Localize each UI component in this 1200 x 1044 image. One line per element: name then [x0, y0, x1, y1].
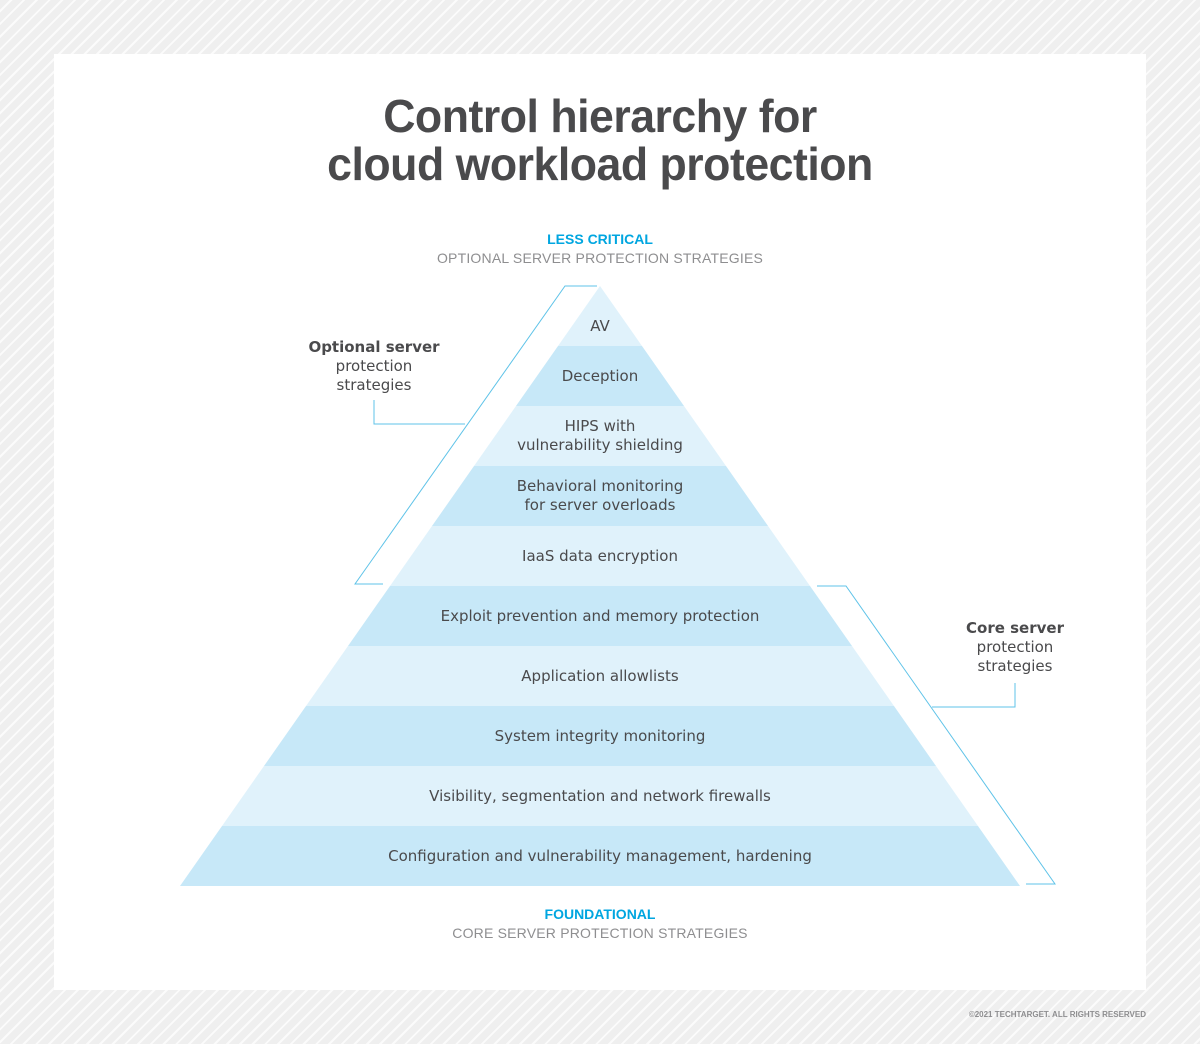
level-iaas-encryption: IaaS data encryption: [522, 547, 678, 565]
page-title: Control hierarchy for cloud workload pro…: [18, 92, 1182, 188]
band-10: [180, 826, 1020, 886]
core-callout-bold: Core server: [966, 619, 1064, 637]
core-bracket: [817, 585, 1056, 885]
band-9: [180, 766, 1020, 826]
level-av: AV: [590, 317, 610, 335]
optional-callout: Optional server protection strategies: [294, 338, 454, 395]
title-line-2: cloud workload protection: [327, 138, 873, 190]
bottom-level-subtitle: CORE SERVER PROTECTION STRATEGIES: [452, 925, 748, 941]
level-deception: Deception: [561, 367, 639, 385]
optional-bracket: [354, 285, 597, 585]
copyright: ©2021 TECHTARGET. ALL RIGHTS RESERVED: [968, 1010, 1146, 1019]
level-system-integrity: System integrity monitoring: [494, 727, 706, 745]
top-level-subtitle: OPTIONAL SERVER PROTECTION STRATEGIES: [436, 250, 764, 266]
level-exploit-prevention: Exploit prevention and memory protection: [440, 607, 760, 625]
optional-callout-leader: [373, 400, 465, 425]
level-visibility-segmentation: Visibility, segmentation and network fir…: [429, 787, 771, 805]
level-application-allowlists: Application allowlists: [521, 667, 679, 685]
core-callout: Core server protection strategies: [935, 619, 1095, 676]
band-8: [180, 706, 1020, 766]
optional-callout-bold: Optional server: [308, 338, 440, 356]
top-level-title: LESS CRITICAL: [547, 231, 653, 247]
band-1: [180, 286, 1020, 346]
level-configuration-management: Configuration and vulnerability manageme…: [388, 847, 812, 865]
core-callout-leader: [932, 683, 1016, 708]
title-line-1: Control hierarchy for: [383, 90, 817, 142]
bottom-level-title: FOUNDATIONAL: [544, 906, 656, 922]
